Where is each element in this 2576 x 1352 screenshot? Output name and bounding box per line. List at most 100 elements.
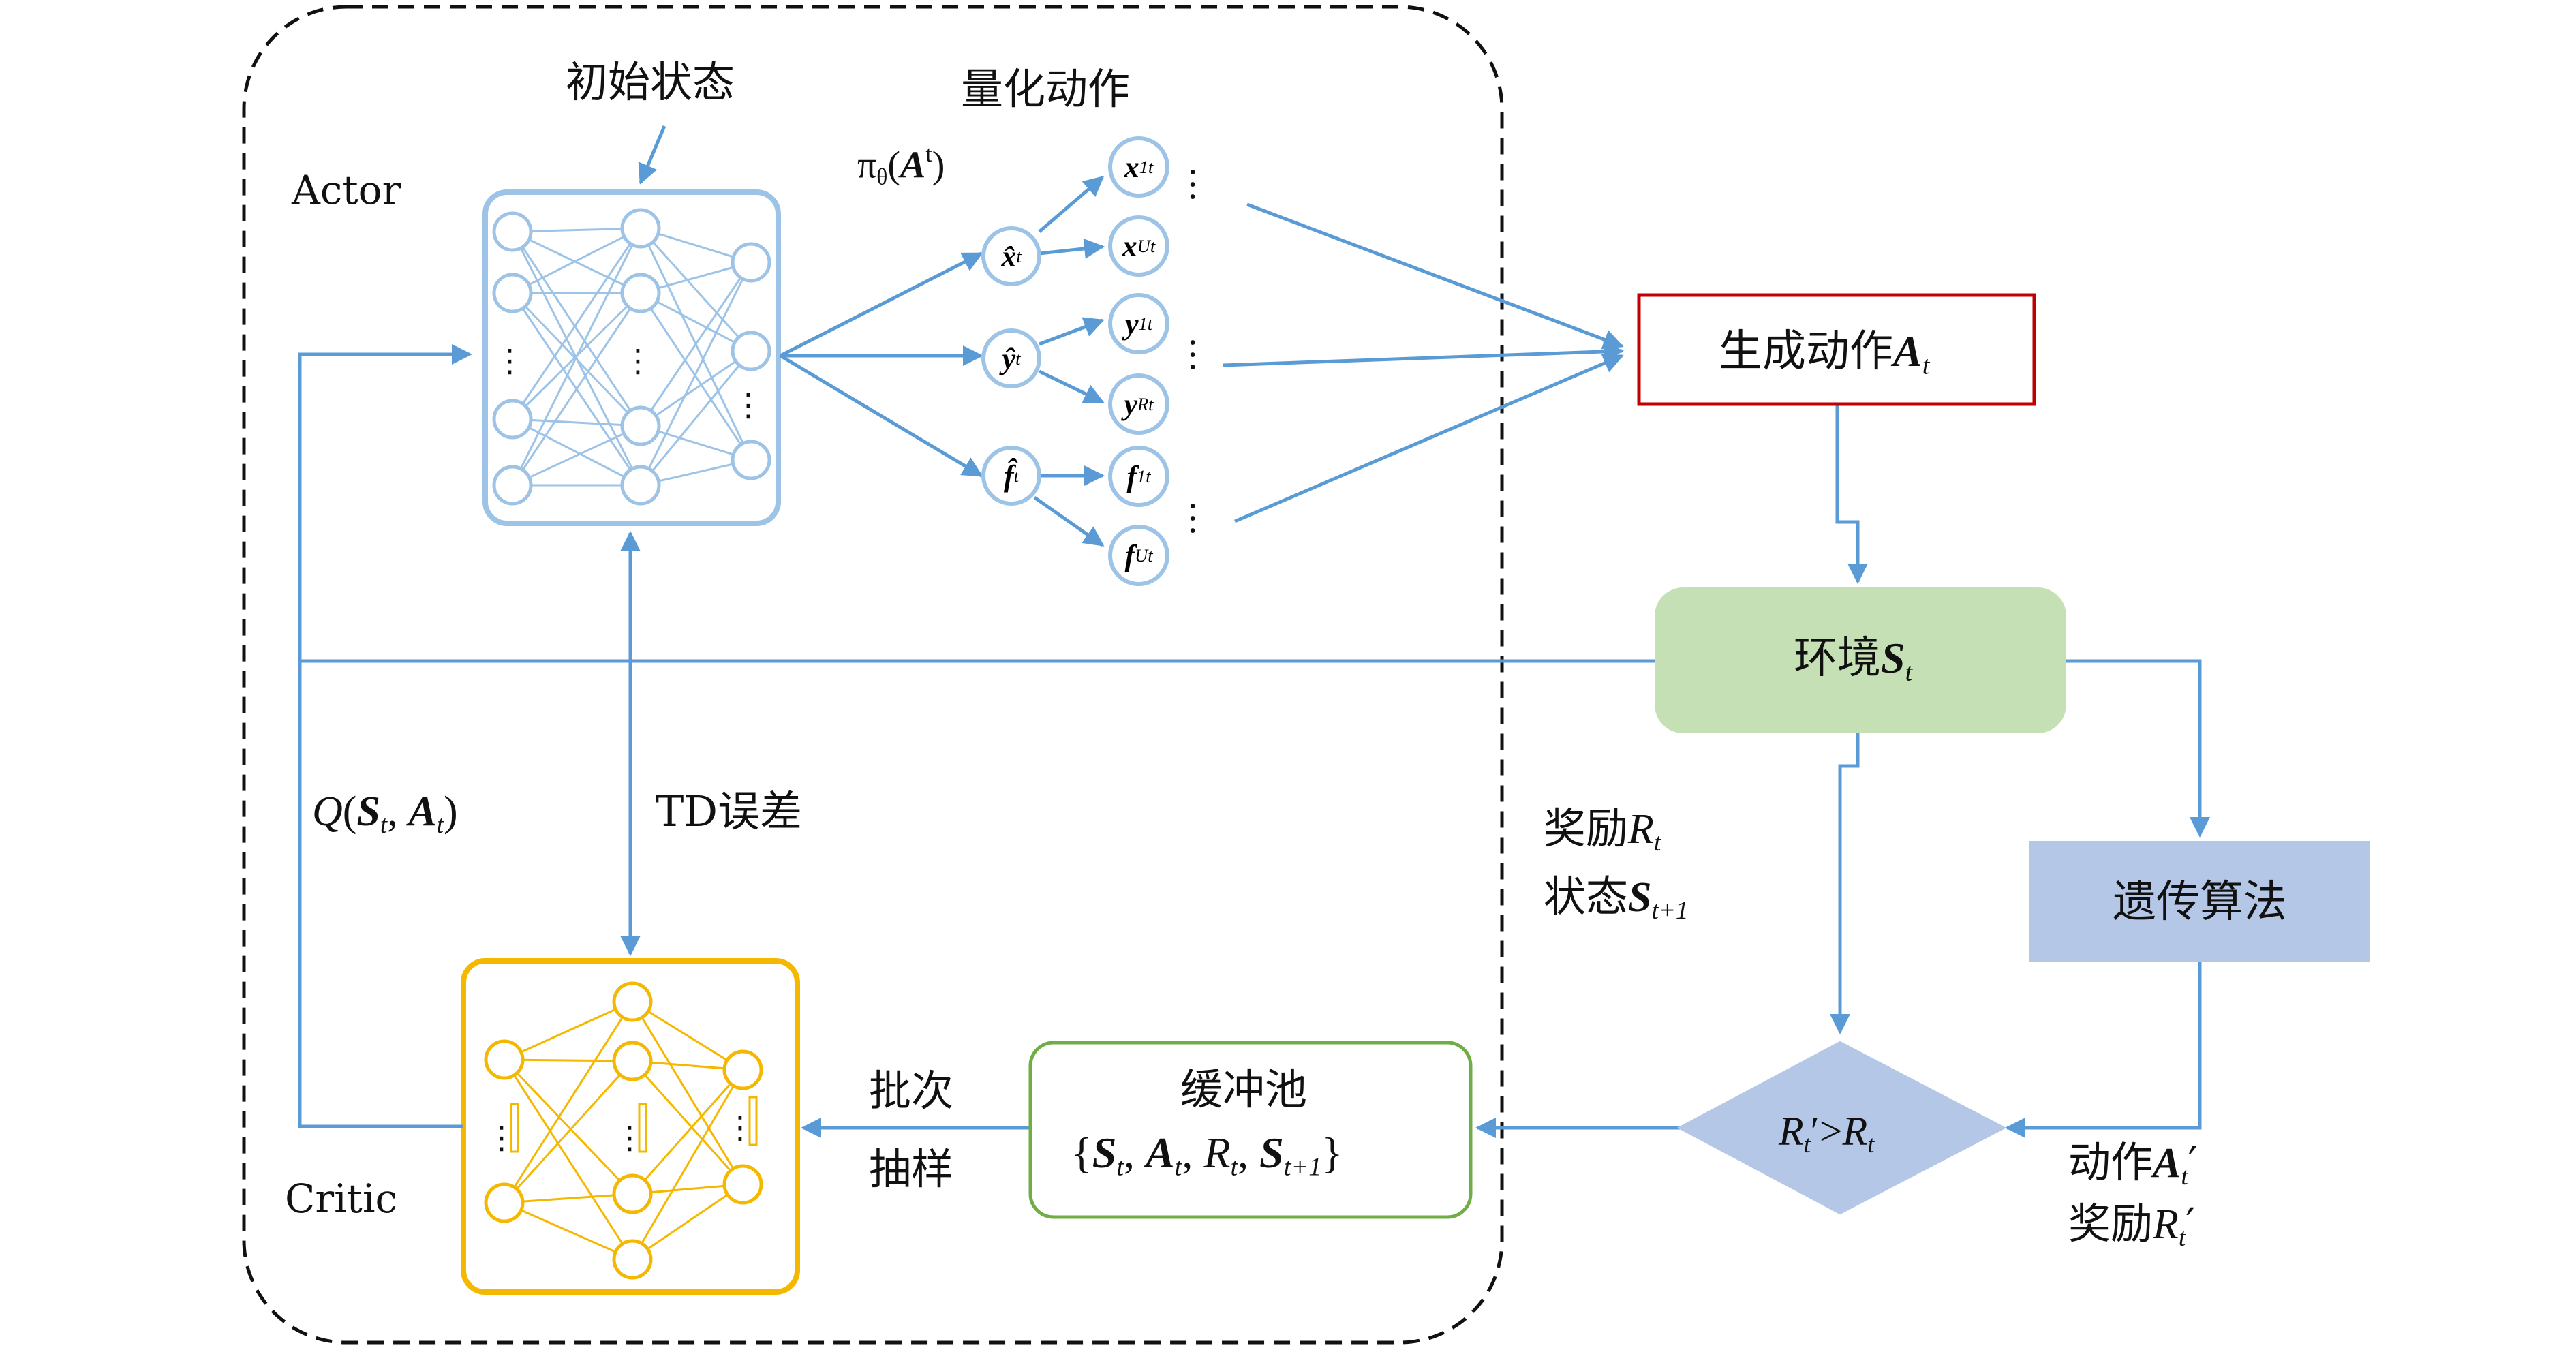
critic-connection xyxy=(504,1058,633,1062)
actor-neuron xyxy=(620,208,661,249)
critic-connection xyxy=(504,1201,633,1261)
actor-neuron xyxy=(620,273,661,313)
actor-connection xyxy=(639,292,752,461)
actor-neuron xyxy=(492,399,533,440)
critic-ellipsis: ⋮ xyxy=(724,1109,756,1146)
critic-neuron xyxy=(612,1239,653,1280)
actor-network: ⋮⋮⋮ xyxy=(492,208,771,506)
critic-neuron xyxy=(484,1039,525,1080)
genetic-algorithm-box xyxy=(2029,841,2370,962)
critic-neuron xyxy=(612,981,653,1022)
decision-diamond xyxy=(1676,1041,2007,1215)
actor-connection xyxy=(640,350,752,427)
actor-neuron xyxy=(492,273,533,313)
policy-theta: θ xyxy=(876,164,888,190)
actor-connection xyxy=(511,231,642,427)
xu-sub: U xyxy=(1137,235,1150,256)
f-hat-node: f̂t xyxy=(981,446,1041,506)
buffer-s: S xyxy=(1092,1128,1117,1177)
yr-sup: t xyxy=(1148,393,1154,414)
actor-connection xyxy=(511,292,642,486)
decision-r2-sub: t xyxy=(1867,1130,1875,1158)
critic-connection xyxy=(503,1059,634,1260)
f1-sub: 1 xyxy=(1137,465,1146,487)
critic-connection xyxy=(631,1069,744,1195)
q-s: S xyxy=(356,788,380,835)
yr-sub: R xyxy=(1137,393,1149,414)
env-to-ga-arrow xyxy=(2065,659,2210,838)
actor-ellipsis: ⋮ xyxy=(733,386,764,423)
state-next-s: S xyxy=(1628,874,1652,921)
q-s-sub: t xyxy=(380,811,388,840)
xu-sup: t xyxy=(1150,235,1156,256)
critic-neuron xyxy=(722,1049,763,1090)
actor-connection xyxy=(511,228,642,420)
policy-t: t xyxy=(925,142,932,167)
agent-boundary xyxy=(242,5,1504,1345)
q-a-sub: t xyxy=(436,811,444,840)
y-hat-sup: t xyxy=(1015,348,1021,369)
reward-label: 奖励Rt xyxy=(1544,803,1661,857)
buffer-r-sub: t xyxy=(1230,1152,1238,1182)
x1-sup: t xyxy=(1148,156,1154,177)
reward-sub: t xyxy=(1653,829,1661,857)
policy-a: A xyxy=(900,144,926,187)
environment-box xyxy=(1655,587,2066,733)
critic-ellipsis-bar xyxy=(748,1096,758,1146)
actor-to-x-arrow xyxy=(779,251,983,358)
generate-action-label: 生成动作At xyxy=(1719,326,1930,380)
ga-to-decision-arrow xyxy=(2005,961,2202,1138)
f-to-fu-arrow xyxy=(1033,495,1105,547)
fu-sup: t xyxy=(1148,544,1153,566)
ga-reward-sub: t xyxy=(2178,1224,2186,1253)
critic-ellipsis-bar xyxy=(638,1103,647,1153)
actor-connection xyxy=(512,418,641,427)
actor-connection xyxy=(511,292,642,427)
critic-connection xyxy=(503,1058,634,1195)
fu-sub: U xyxy=(1135,544,1148,566)
buffer-a-sub: t xyxy=(1174,1152,1182,1182)
critic-label: Critic xyxy=(285,1176,397,1222)
y-to-y1-arrow xyxy=(1039,317,1105,346)
y1-sup: t xyxy=(1147,313,1153,334)
x-to-xu-arrow xyxy=(1039,238,1105,259)
y-ellipsis: ··· xyxy=(1187,323,1199,389)
critic-connection xyxy=(632,1000,743,1071)
ga-reward-label: 奖励Rt′ xyxy=(2068,1199,2196,1253)
actor-neuron xyxy=(620,405,661,446)
buffer-s-next-sub: t+1 xyxy=(1283,1152,1322,1182)
critic-connection xyxy=(504,1193,633,1204)
actor-connection xyxy=(639,262,752,427)
buffer-s-sub: t xyxy=(1116,1152,1124,1182)
actor-to-f-arrow xyxy=(779,354,983,478)
ga-action-a: A xyxy=(2153,1140,2181,1186)
decision-r1-sub: t xyxy=(1803,1130,1811,1158)
state-next-sub: t+1 xyxy=(1651,897,1689,925)
y-group-to-action-arrow xyxy=(1223,341,1624,367)
critic-network: ⋮⋮⋮ xyxy=(484,981,763,1280)
critic-connection xyxy=(504,1000,633,1061)
y-to-yr-arrow xyxy=(1038,369,1105,404)
actor-neuron xyxy=(731,440,771,480)
genetic-algorithm-label: 遗传算法 xyxy=(2113,877,2287,927)
actor-ellipsis: ⋮ xyxy=(622,342,654,379)
critic-connection xyxy=(632,1183,743,1261)
x-hat-node: x̂t xyxy=(981,226,1041,286)
critic-neuron xyxy=(612,1041,653,1081)
critic-connection xyxy=(631,1060,744,1186)
env-to-decision-arrow xyxy=(1830,732,1860,1034)
ga-action-label: 动作At′ xyxy=(2068,1137,2198,1191)
critic-ellipsis: ⋮ xyxy=(614,1119,645,1156)
buffer-box xyxy=(1028,1041,1473,1219)
actor-neuron xyxy=(731,242,771,283)
q-symbol: Q xyxy=(312,788,343,835)
decision-r2: R xyxy=(1842,1109,1868,1154)
f1-sup: t xyxy=(1146,465,1151,487)
x-to-x1-arrow xyxy=(1038,176,1105,233)
q-value-label: Q(St, At) xyxy=(312,788,458,840)
